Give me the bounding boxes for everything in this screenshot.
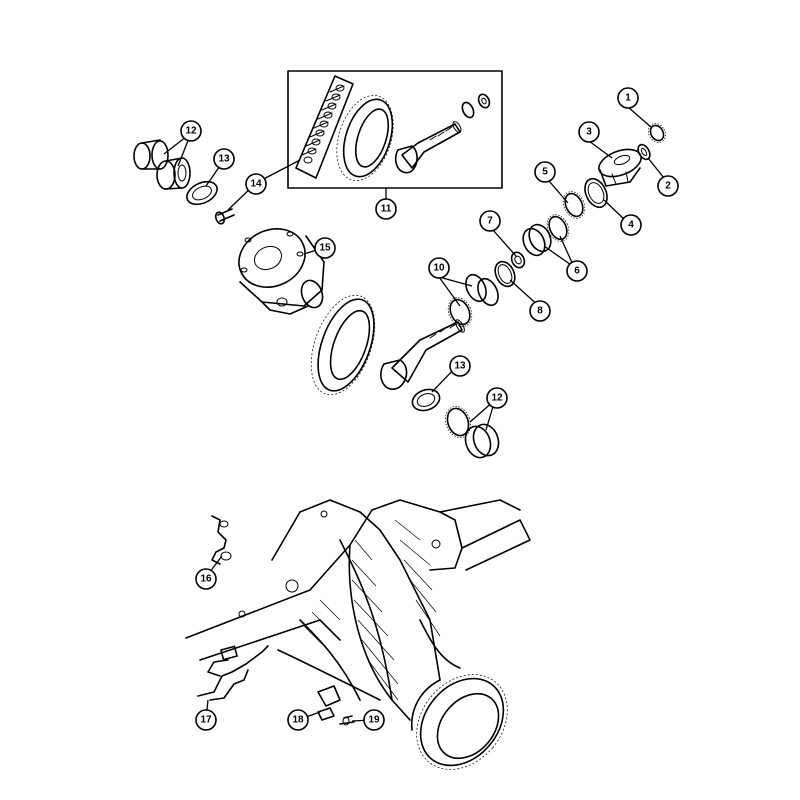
callout-2: 2 xyxy=(657,175,679,197)
callout-17: 17 xyxy=(195,709,217,731)
callout-15: 15 xyxy=(314,237,336,259)
callout-8: 8 xyxy=(529,300,551,322)
gasket-icon xyxy=(494,260,516,288)
callout-13-bottom: 13 xyxy=(449,355,471,377)
bearing-cone-icon xyxy=(445,406,471,438)
callout-label: 12 xyxy=(491,393,503,404)
callout-label: 18 xyxy=(292,715,304,726)
callout-label: 8 xyxy=(537,306,543,317)
callout-label: 4 xyxy=(628,220,634,231)
ring-gear-icon xyxy=(336,95,394,181)
callout-label: 5 xyxy=(542,167,548,178)
callout-label: 13 xyxy=(218,154,230,165)
callout-3: 3 xyxy=(578,121,600,143)
shim-icon xyxy=(411,388,441,412)
callout-label: 17 xyxy=(200,715,212,726)
callout-10: 10 xyxy=(428,257,450,279)
callout-label: 10 xyxy=(433,263,445,274)
callout-11: 11 xyxy=(375,198,397,220)
callout-label: 13 xyxy=(454,361,466,372)
callout-12-top: 12 xyxy=(180,120,202,142)
callout-label: 16 xyxy=(200,574,212,585)
callout-12-bottom: 12 xyxy=(486,387,508,409)
callout-5: 5 xyxy=(534,161,556,183)
bearing-cone-icon xyxy=(447,297,473,327)
callout-4: 4 xyxy=(620,214,642,236)
callout-14: 14 xyxy=(245,173,267,195)
callout-7: 7 xyxy=(479,210,501,232)
callout-label: 14 xyxy=(250,179,262,190)
gear-kit-box xyxy=(287,70,503,189)
pinion-nut-icon xyxy=(648,123,666,143)
shim-icon xyxy=(186,180,218,206)
callout-label: 7 xyxy=(487,216,493,227)
callout-label: 6 xyxy=(574,266,580,277)
callout-label: 2 xyxy=(665,181,671,192)
bolt-set-icon xyxy=(295,75,354,179)
callout-18: 18 xyxy=(287,709,309,731)
leader-lines xyxy=(163,106,669,722)
callout-6: 6 xyxy=(566,260,588,282)
pinion-gear-icon xyxy=(380,319,465,390)
sensor-icon xyxy=(197,645,269,701)
callout-16: 16 xyxy=(195,568,217,590)
bracket-icon xyxy=(211,515,232,565)
bearing-icon xyxy=(562,191,586,219)
seal-icon xyxy=(584,177,608,209)
bearing-cone-icon xyxy=(156,157,191,190)
callout-label: 15 xyxy=(319,243,331,254)
callout-label: 1 xyxy=(625,93,631,104)
callout-1: 1 xyxy=(617,87,639,109)
bearing-cone-icon xyxy=(546,214,570,242)
screw-icon xyxy=(339,715,355,726)
callout-label: 3 xyxy=(586,127,592,138)
sensor-bracket-icon xyxy=(317,685,341,721)
bearing-cup-icon xyxy=(133,139,169,170)
bearing-cup-icon xyxy=(465,273,499,307)
pinion-nut-icon xyxy=(461,93,491,119)
gear-kit-group xyxy=(287,70,503,189)
ring-gear-icon xyxy=(310,294,376,396)
callout-label: 12 xyxy=(185,126,197,137)
callout-label: 11 xyxy=(381,204,392,215)
yoke-flange-icon xyxy=(598,148,642,187)
callout-13-top: 13 xyxy=(213,148,235,170)
callout-label: 19 xyxy=(368,715,380,726)
bolt-icon xyxy=(214,208,235,225)
pinion-gear-icon xyxy=(394,121,462,174)
callout-19: 19 xyxy=(363,709,385,731)
spacer-icon xyxy=(510,251,526,269)
axle-housing-icon xyxy=(185,499,531,770)
differential-case-icon xyxy=(238,228,325,315)
bearing-cup-icon xyxy=(522,223,552,257)
bearing-cup-icon xyxy=(464,423,500,459)
